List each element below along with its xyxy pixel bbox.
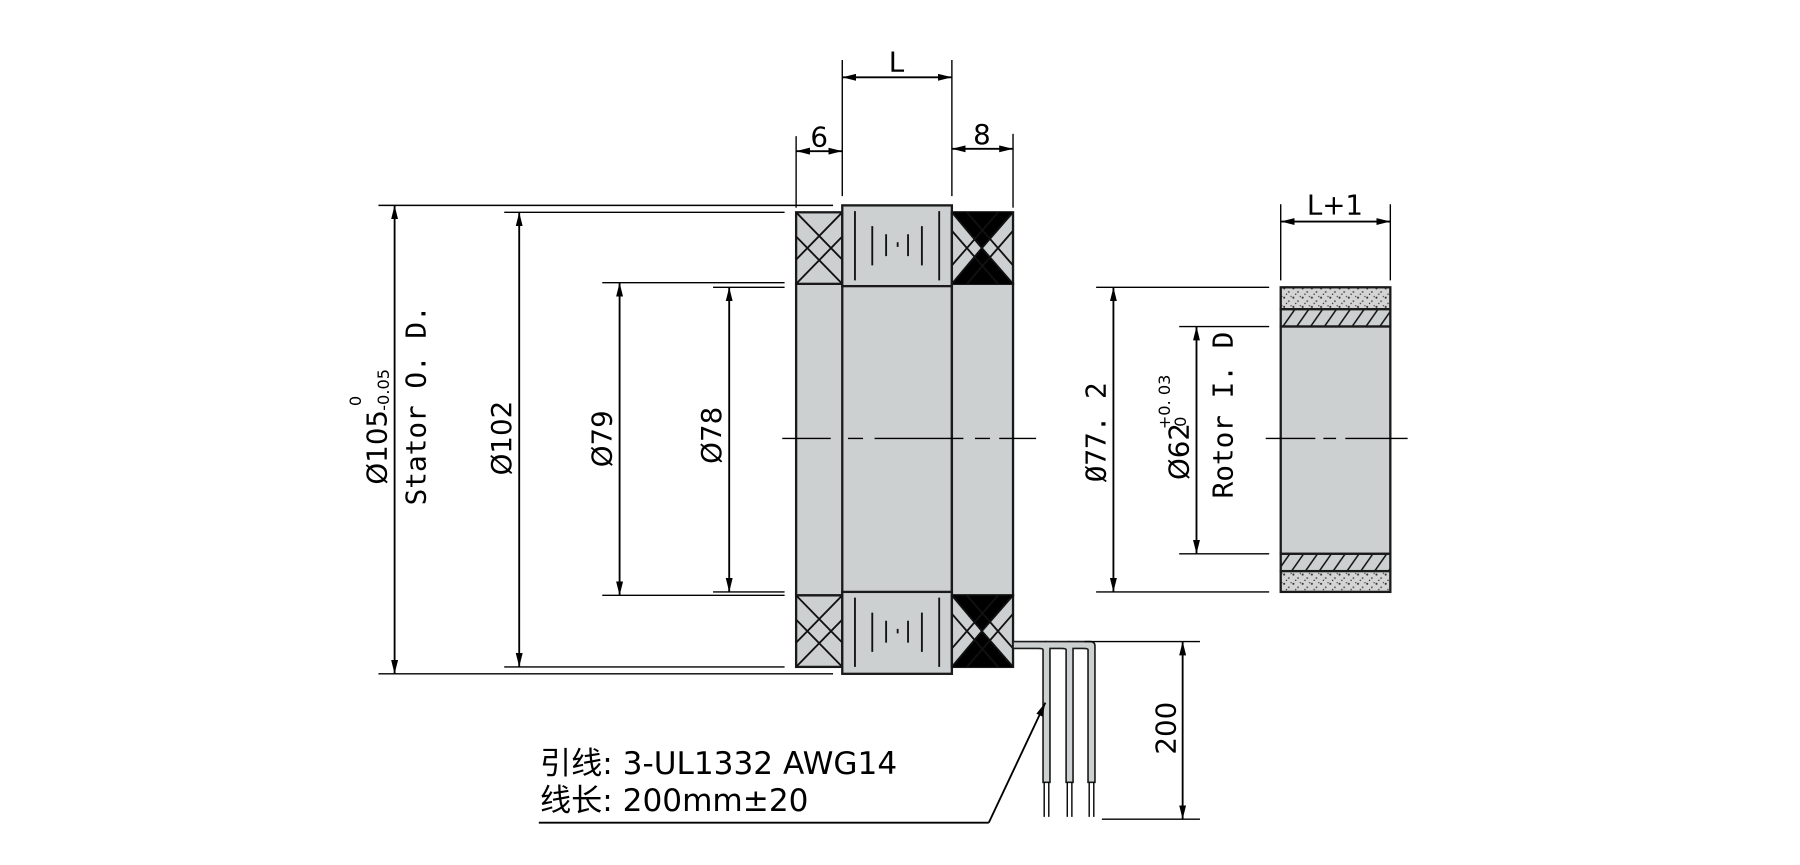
winding-top-left bbox=[794, 211, 844, 285]
dim-L-label: L bbox=[889, 46, 905, 79]
stator-od-tol-lower: -0.05 bbox=[374, 369, 393, 411]
dim-L: L bbox=[841, 46, 953, 197]
stator-od-caption: Stator O. D. bbox=[400, 305, 433, 505]
rotor-id-tol-lower: 0 bbox=[1171, 417, 1190, 427]
stator-od-value: Ø105 bbox=[361, 410, 394, 485]
winding-top-right bbox=[950, 211, 1015, 285]
rotor-id-value: Ø62 bbox=[1162, 423, 1195, 480]
stator-section bbox=[782, 204, 1037, 675]
coil-bottom bbox=[841, 590, 954, 675]
stator-inner-mid bbox=[841, 282, 954, 597]
lead-length-text: 线长: 200mm±20 bbox=[540, 783, 809, 819]
dim-200: 200 bbox=[1084, 640, 1200, 820]
dim-rotor-id: Ø62 +0. 03 0 Rotor I. D bbox=[1155, 325, 1270, 555]
rotor-core bbox=[1279, 325, 1392, 555]
dim-78: Ø78 bbox=[695, 286, 785, 593]
coil-top bbox=[841, 204, 954, 288]
dim-102: Ø102 bbox=[485, 211, 785, 668]
dim-stator-od: Ø105 0 -0.05 Stator O. D. bbox=[346, 204, 834, 675]
leader-line bbox=[987, 702, 1047, 824]
rotor-length-label: L+1 bbox=[1307, 189, 1363, 222]
dim-6-label: 6 bbox=[810, 121, 828, 154]
winding-bottom-left bbox=[794, 594, 844, 669]
dim-78-label: Ø78 bbox=[695, 407, 728, 464]
rotor-magnet-bottom bbox=[1279, 569, 1392, 594]
rotor-id-tol-upper: +0. 03 bbox=[1155, 375, 1174, 430]
lead-wires bbox=[1012, 640, 1096, 817]
stator-od-tol-upper: 0 bbox=[346, 396, 365, 406]
dim-79: Ø79 bbox=[586, 281, 785, 597]
lead-note: 引线: 3-UL1332 AWG14 线长: 200mm±20 bbox=[538, 702, 1047, 824]
rotor-sleeve-bottom bbox=[1279, 552, 1392, 573]
dim-8-label: 8 bbox=[973, 118, 991, 151]
rotor-id-caption: Rotor I. D bbox=[1206, 332, 1239, 499]
dim-200-label: 200 bbox=[1150, 702, 1183, 755]
rotor-section bbox=[1265, 286, 1408, 594]
winding-bottom-right bbox=[950, 594, 1015, 669]
lead-spec-text: 引线: 3-UL1332 AWG14 bbox=[540, 746, 897, 782]
dim-rotor-od: Ø77. 2 bbox=[1079, 286, 1270, 593]
dim-79-label: Ø79 bbox=[586, 410, 619, 467]
dim-102-label: Ø102 bbox=[485, 401, 518, 476]
stator-inner-right bbox=[950, 282, 1015, 597]
rotor-od-label: Ø77. 2 bbox=[1079, 382, 1112, 482]
dim-8: 8 bbox=[951, 118, 1014, 208]
rotor-sleeve-top bbox=[1279, 308, 1392, 328]
dim-rotor-length: L+1 bbox=[1280, 189, 1392, 281]
rotor-magnet-top bbox=[1279, 286, 1392, 311]
dim-6: 6 bbox=[795, 121, 843, 208]
